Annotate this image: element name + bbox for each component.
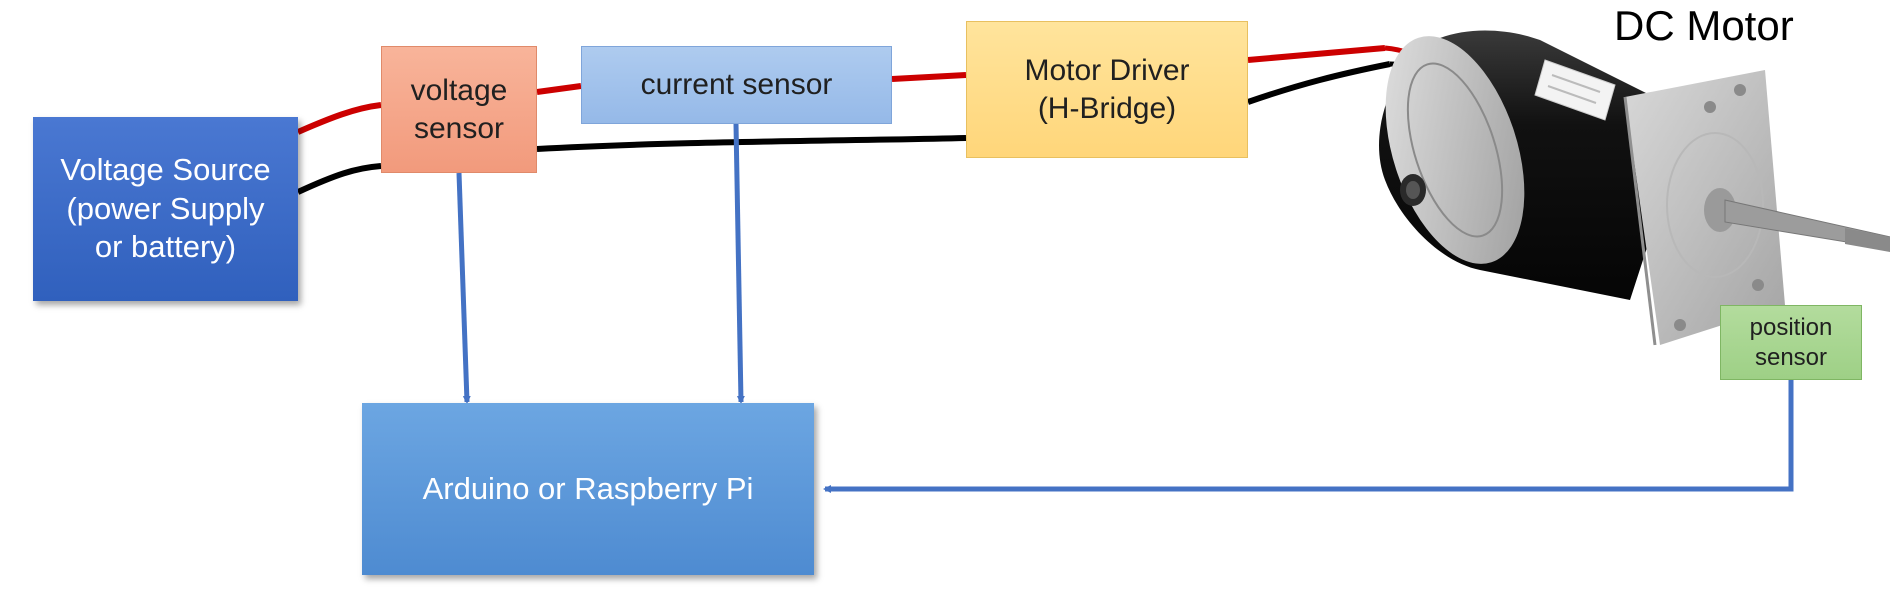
position-signal-arrow — [823, 380, 1794, 493]
motor-driver-block: Motor Driver (H-Bridge) — [966, 21, 1248, 158]
positive-wire — [891, 72, 967, 82]
negative-wire — [296, 163, 382, 195]
positive-wire — [536, 83, 582, 95]
controller-block: Arduino or Raspberry Pi — [362, 403, 814, 575]
positive-wire — [1247, 45, 1386, 63]
position-sensor-block: position sensor — [1720, 305, 1862, 380]
negative-wire — [536, 135, 967, 152]
motor-title: DC Motor — [1614, 2, 1794, 49]
dc-motor-image — [1379, 30, 1890, 346]
voltage-signal-arrow — [456, 172, 471, 404]
voltage-sensor-block: voltage sensor — [381, 46, 537, 173]
voltage-source-block: Voltage Source (power Supply or battery) — [33, 117, 298, 301]
positive-wire — [296, 102, 382, 135]
negative-wire — [1247, 61, 1391, 105]
current-sensor-block: current sensor — [581, 46, 892, 124]
current-signal-arrow — [733, 123, 745, 404]
